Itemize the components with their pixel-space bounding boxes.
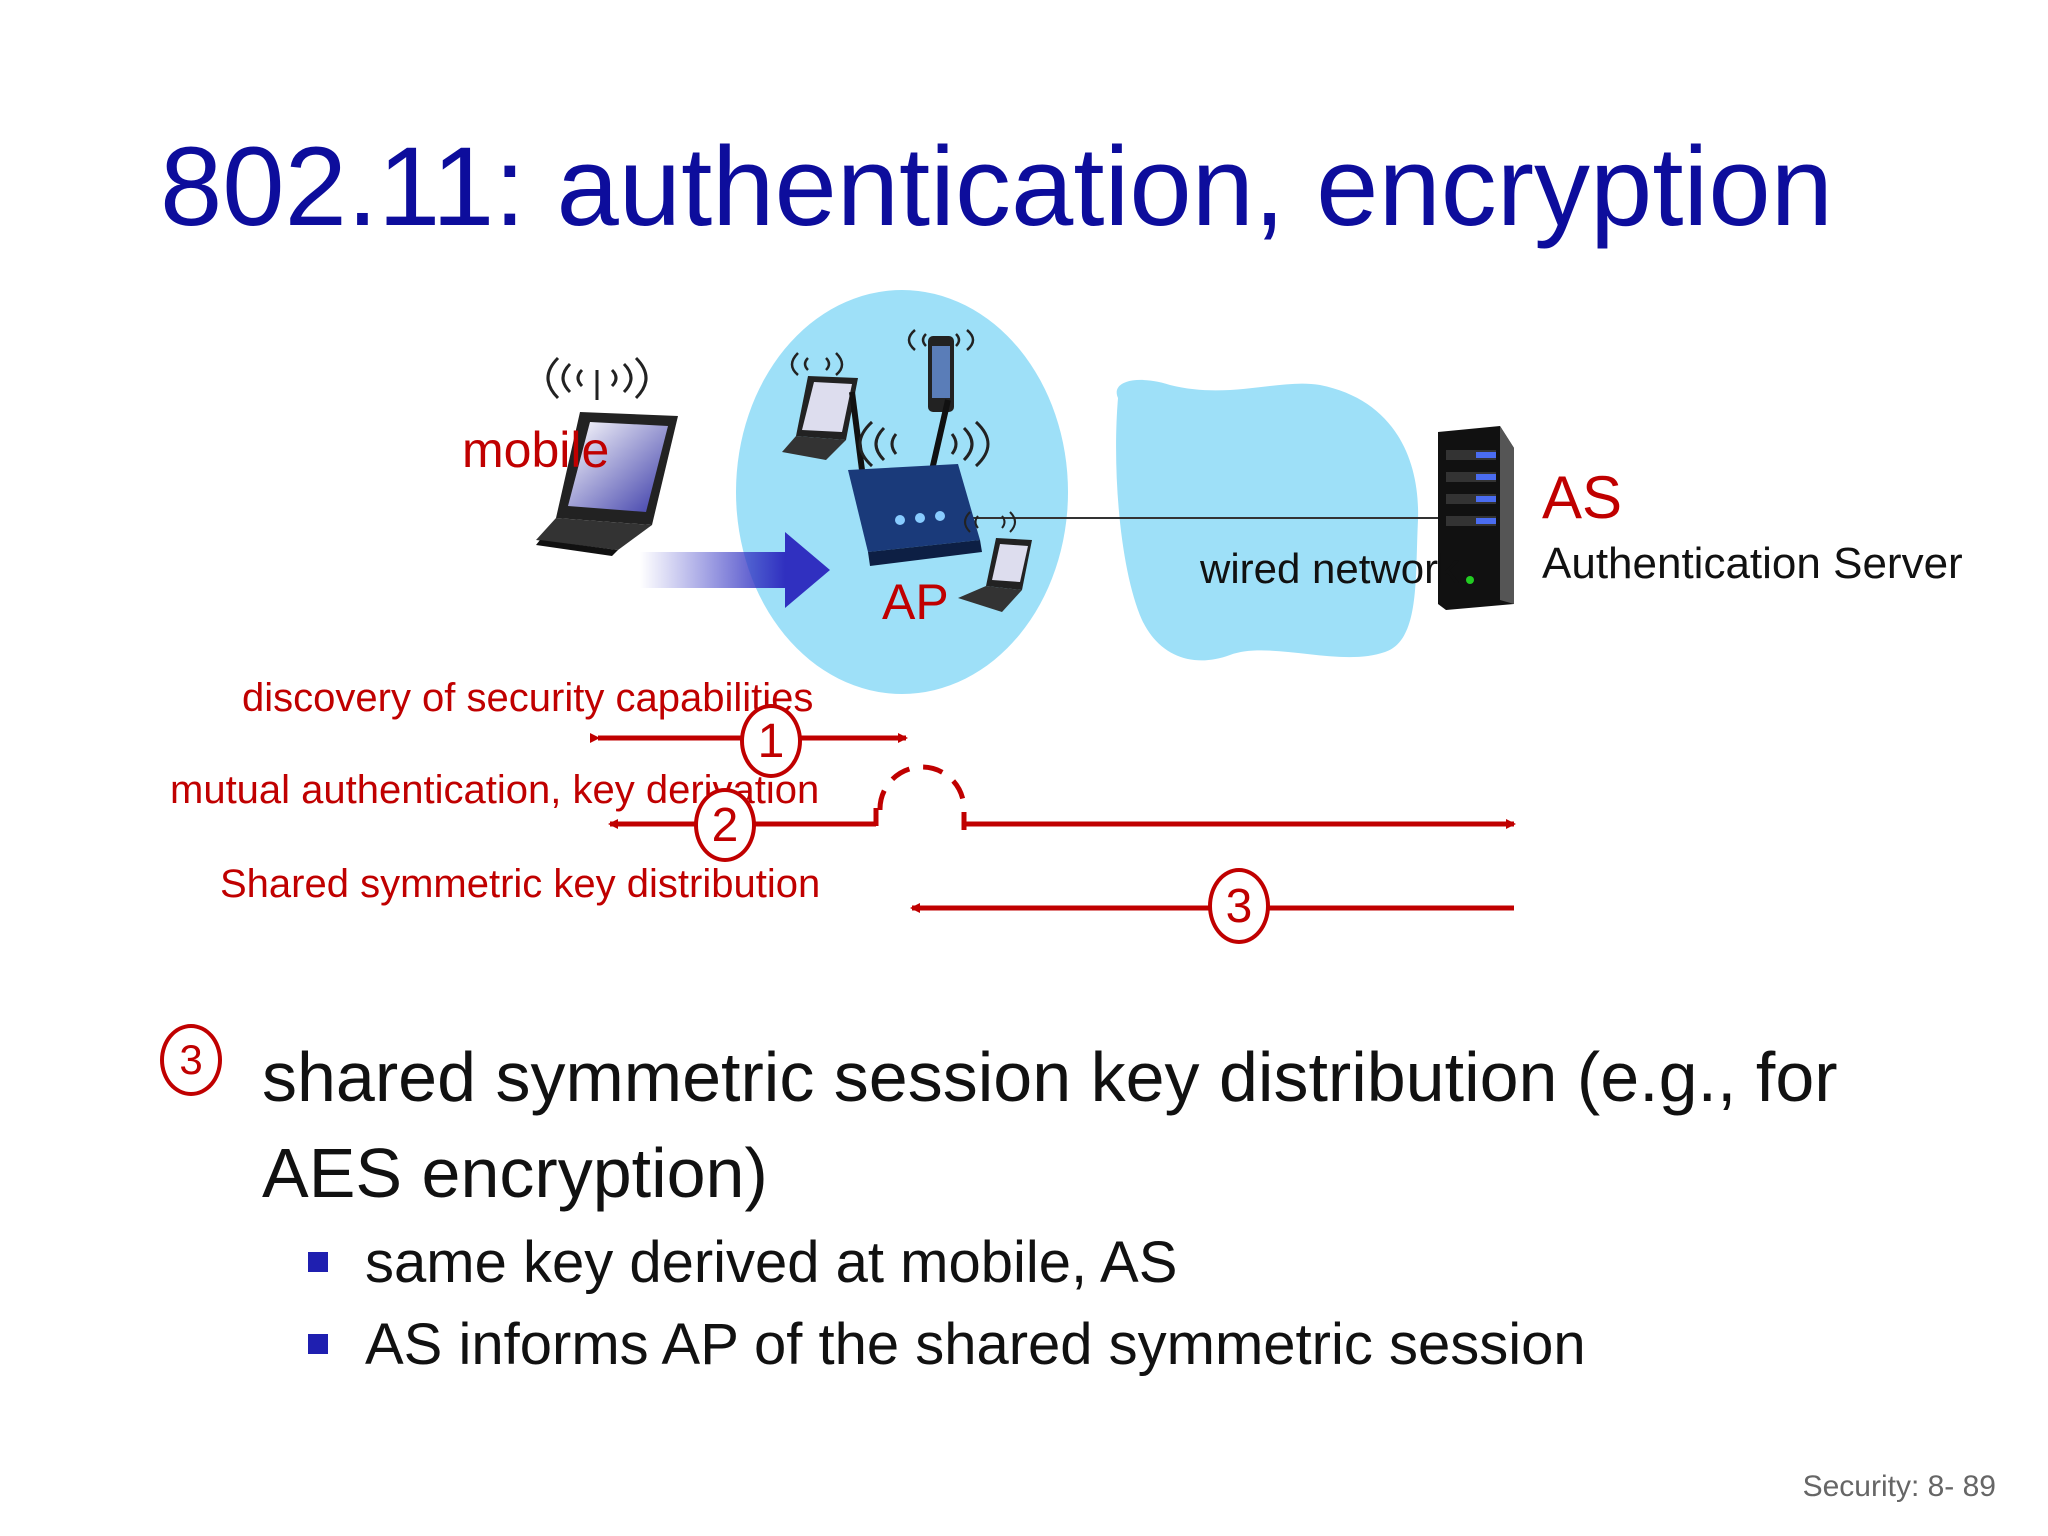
sub-point-list: same key derived at mobile, AS AS inform… — [305, 1222, 1586, 1386]
step3-label: Shared symmetric key distribution — [220, 862, 821, 906]
mobile-label: mobile — [462, 422, 610, 478]
authentication-server-icon — [1438, 426, 1514, 610]
movement-arrow — [640, 532, 830, 608]
wired-network-cloud — [1116, 379, 1419, 661]
list-item: AS informs AP of the shared symmetric se… — [305, 1304, 1586, 1386]
step1-number-circle: 1 — [740, 704, 802, 778]
ap-label: AP — [882, 574, 949, 630]
step1-label: discovery of security capabilities — [242, 676, 814, 720]
laptop-icon — [958, 538, 1032, 612]
wireless-signal-icon — [790, 352, 844, 376]
slide-footer: Security: 8- 89 — [1802, 1470, 1996, 1503]
main-point: shared symmetric session key distributio… — [262, 1038, 1838, 1212]
bullet-square-icon — [308, 1334, 328, 1354]
slide-title: 802.11: authentication, encryption — [160, 124, 1833, 249]
wireless-signal-icon — [907, 329, 975, 351]
as-full-label: Authentication Server — [1542, 539, 1963, 588]
step2-pass-through-arc — [877, 764, 967, 811]
step2-number-circle: 2 — [694, 788, 756, 862]
sub-point-text: same key derived at mobile, AS — [365, 1230, 1178, 1295]
step3-number-circle: 3 — [1208, 868, 1270, 944]
mobile-laptop-icon — [536, 412, 678, 556]
wired-network-label: wired network — [1200, 545, 1460, 592]
list-item: same key derived at mobile, AS — [305, 1222, 1586, 1304]
access-point-router-icon — [848, 391, 982, 566]
wireless-signal-icon — [858, 420, 990, 468]
as-label: AS — [1542, 464, 1623, 531]
bullet-square-icon — [308, 1252, 328, 1272]
smartphone-icon — [928, 336, 954, 412]
content-step-marker: 3 — [160, 1024, 222, 1096]
wireless-signal-icon — [964, 511, 1016, 533]
wireless-signal-icon — [546, 356, 648, 400]
sub-point-text: AS informs AP of the shared symmetric se… — [365, 1312, 1586, 1377]
laptop-icon — [782, 376, 858, 460]
